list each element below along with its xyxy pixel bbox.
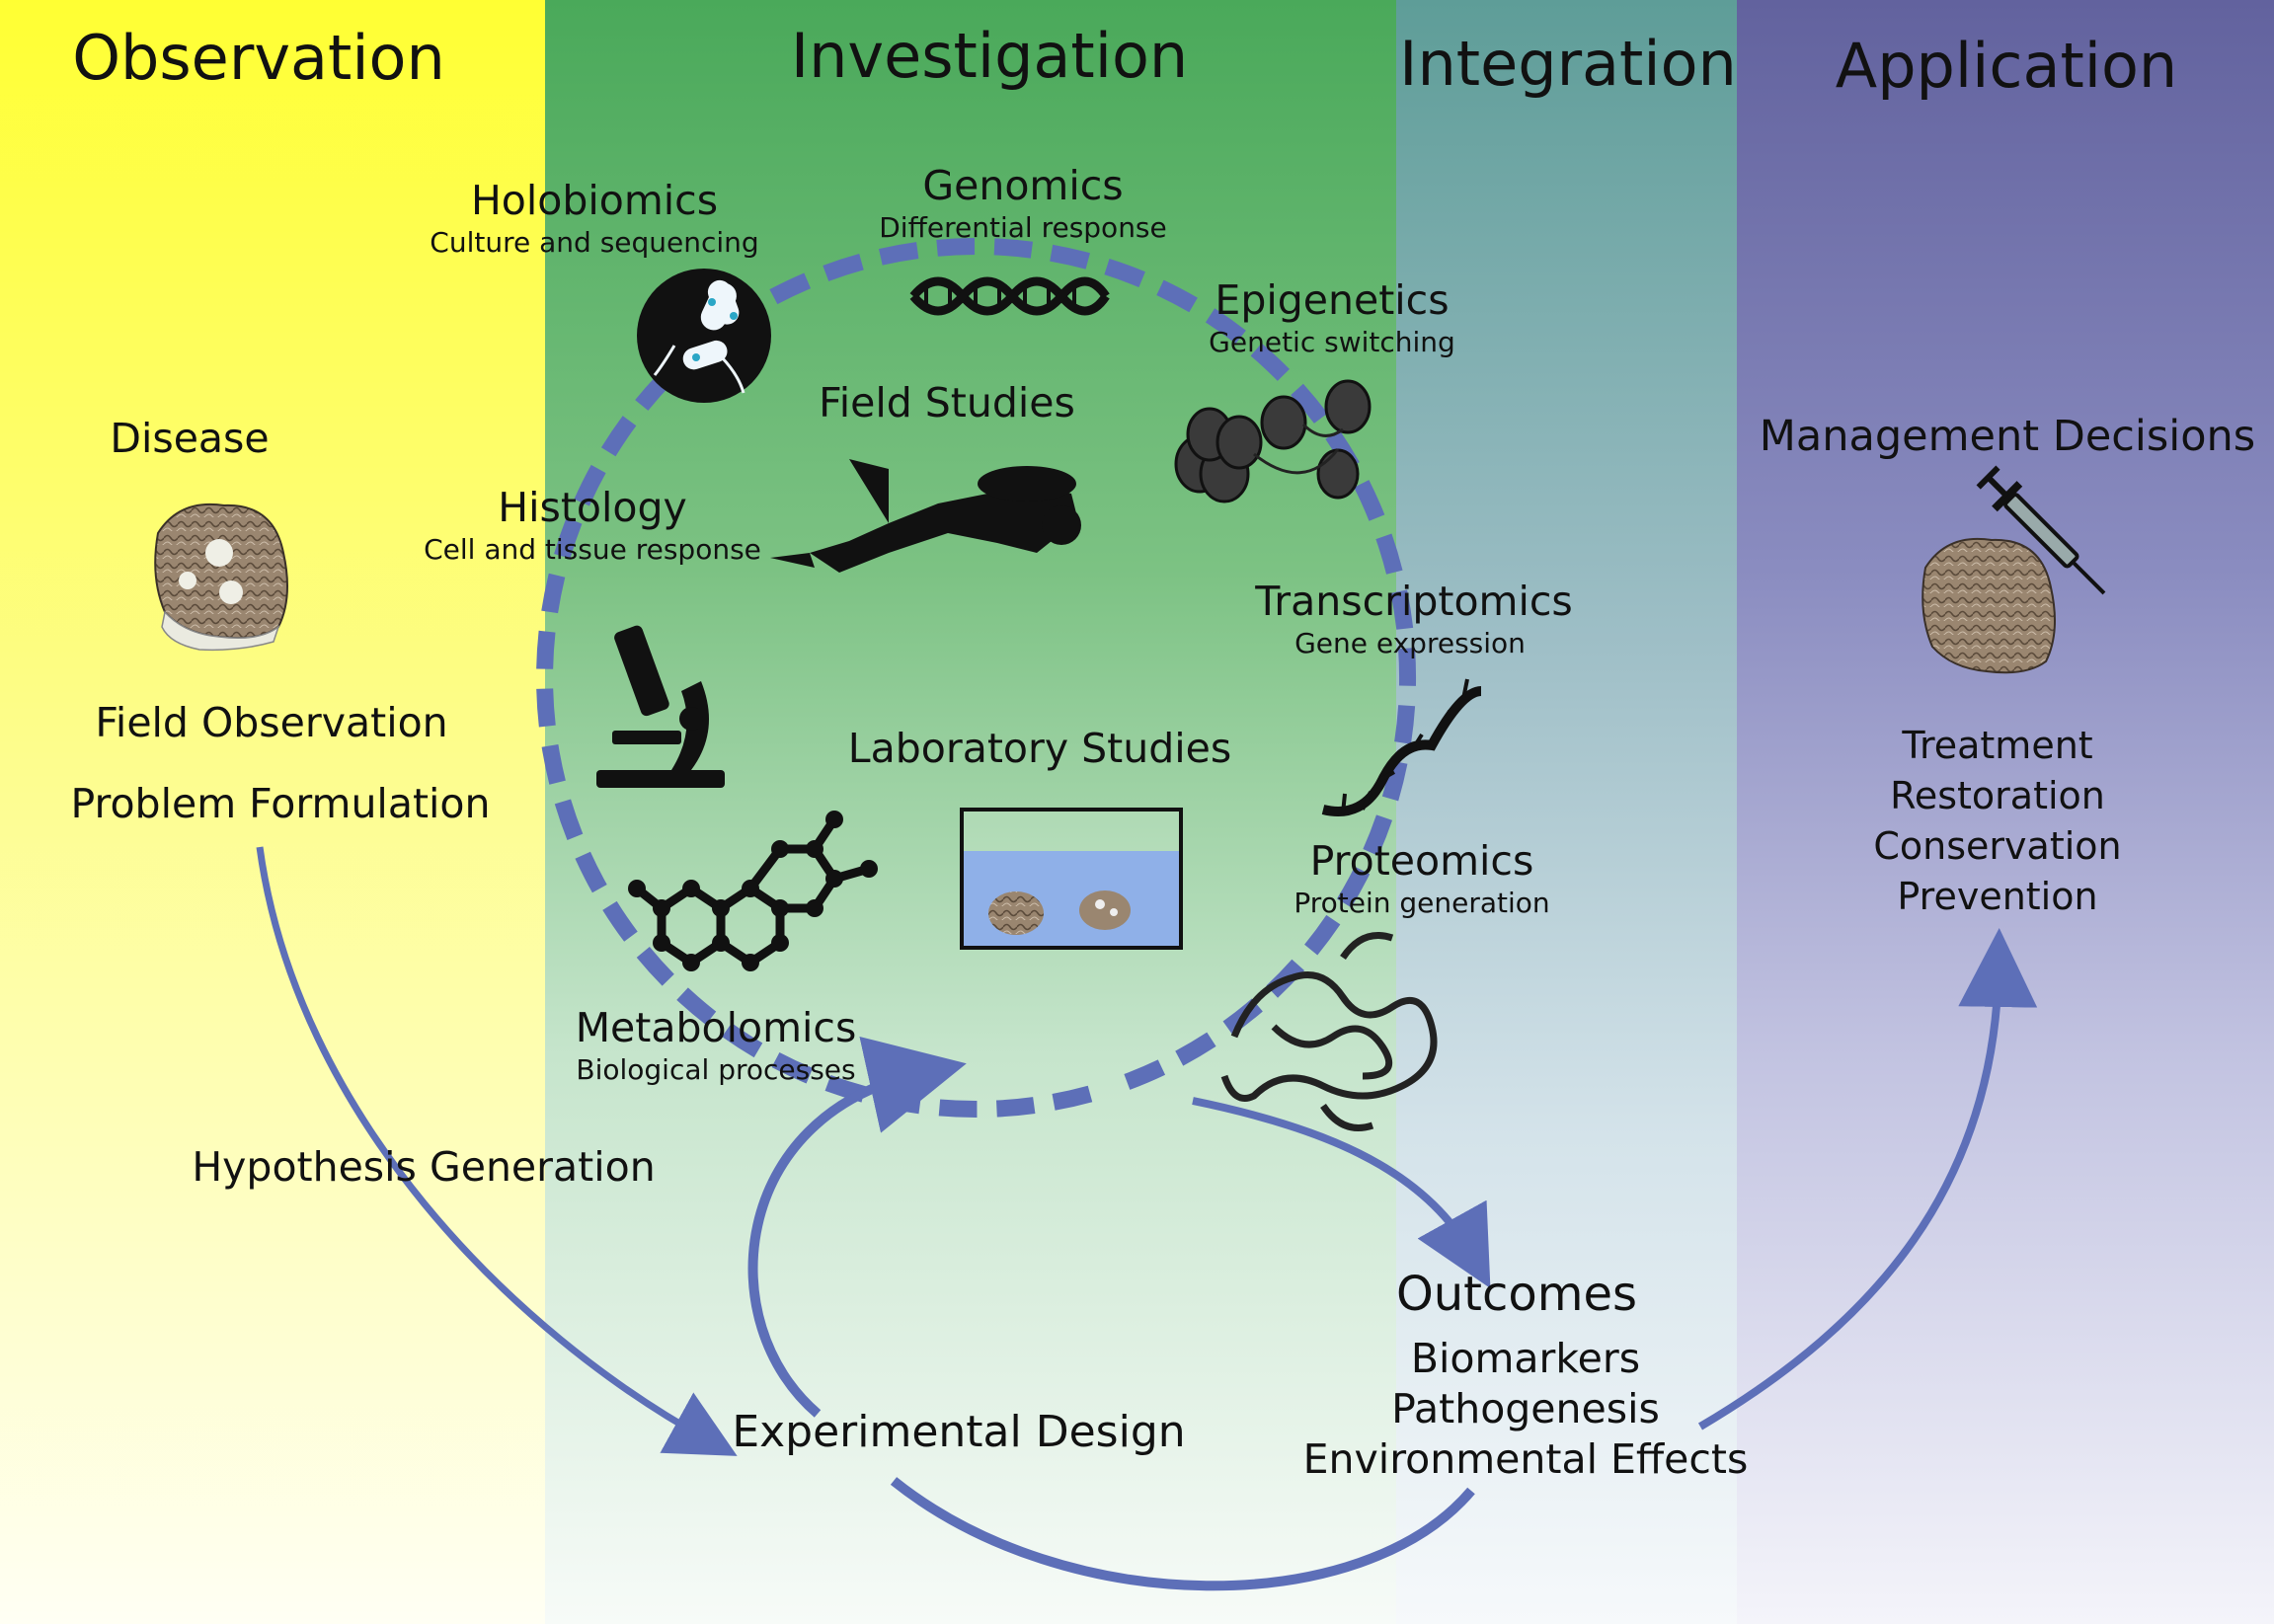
integration-panel: [1396, 0, 1737, 1624]
protein-icon: [1220, 932, 1438, 1131]
header-integration: Integration: [1399, 28, 1737, 100]
application-panel: [1737, 0, 2274, 1624]
investigation-cycle: [536, 238, 1417, 1119]
experimental-design-label: Experimental Design: [732, 1407, 1186, 1457]
genomics-subtitle: Differential response: [879, 211, 1167, 244]
outcome-item: Environmental Effects: [1302, 1435, 1749, 1483]
management-decisions-label: Management Decisions: [1759, 412, 2256, 461]
outcome-item: Biomarkers: [1410, 1335, 1641, 1382]
coral-icon: [154, 503, 288, 652]
field-observation-label: Field Observation: [95, 699, 448, 746]
arrow-to-outcomes: [1192, 1097, 1491, 1288]
bacteria-icon: [637, 269, 771, 403]
application-item: Prevention: [1897, 875, 2098, 918]
observation-panel: [0, 0, 545, 1624]
disease-label: Disease: [110, 415, 270, 462]
application-item: Restoration: [1890, 774, 2105, 817]
metabolomics-label: Metabolomics: [575, 1004, 857, 1051]
arrow-to-experimental-design: [256, 846, 738, 1456]
header-application: Application: [1835, 30, 2178, 102]
arrow-design-to-outcomes: [890, 1477, 1475, 1591]
epigenetics-subtitle: Genetic switching: [1209, 326, 1455, 358]
field-studies-label: Field Studies: [819, 379, 1075, 426]
outcomes-label: Outcomes: [1395, 1267, 1638, 1322]
holobiomics-subtitle: Culture and sequencing: [430, 226, 759, 259]
syringe-icon: [1976, 465, 2106, 595]
microscope-icon: [596, 625, 725, 788]
rna-icon: [1321, 678, 1482, 816]
laboratory-studies-label: Laboratory Studies: [847, 725, 1232, 772]
nucleosome-icon: [1174, 379, 1372, 503]
molecule-icon: [628, 811, 878, 971]
arrow-to-application: [1697, 928, 2038, 1431]
investigation-panel: [545, 0, 1396, 1624]
proteomics-label: Proteomics: [1309, 837, 1534, 885]
holobiomics-label: Holobiomics: [470, 177, 719, 224]
histology-label: Histology: [498, 484, 687, 531]
dna-icon: [909, 276, 1110, 316]
histology-subtitle: Cell and tissue response: [424, 533, 761, 566]
coral-treated-icon: [1921, 537, 2056, 674]
diver-icon: [770, 459, 1081, 573]
header-investigation: Investigation: [790, 20, 1189, 92]
hypothesis-generation-label: Hypothesis Generation: [192, 1143, 656, 1191]
application-item: Conservation: [1873, 824, 2122, 868]
problem-formulation-label: Problem Formulation: [70, 780, 491, 827]
application-item: Treatment: [1902, 724, 2093, 767]
outcome-item: Pathogenesis: [1391, 1385, 1660, 1432]
genomics-label: Genomics: [922, 162, 1124, 209]
epigenetics-label: Epigenetics: [1215, 276, 1450, 324]
proteomics-subtitle: Protein generation: [1294, 887, 1550, 919]
aquarium-tank-icon: [960, 808, 1183, 950]
header-observation: Observation: [72, 22, 445, 94]
metabolomics-subtitle: Biological processes: [576, 1053, 856, 1086]
transcriptomics-subtitle: Gene expression: [1294, 627, 1526, 659]
arrow-to-investigation: [747, 1037, 967, 1418]
transcriptomics-label: Transcriptomics: [1255, 578, 1573, 625]
